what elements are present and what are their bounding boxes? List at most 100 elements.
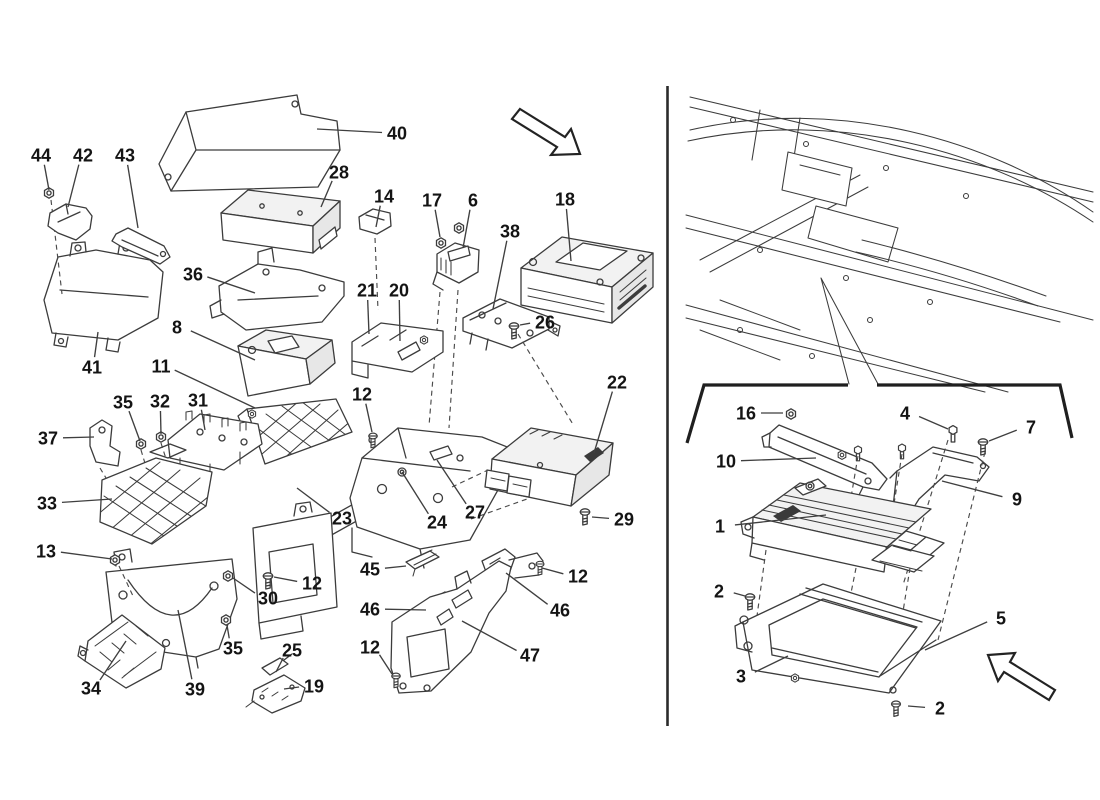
part-label-26: 26 bbox=[535, 313, 555, 333]
part-label-9: 9 bbox=[1012, 490, 1022, 510]
part-34-relay-carrier bbox=[77, 614, 166, 689]
fastener-nut bbox=[837, 450, 847, 460]
part-24-27-mounting-tray bbox=[349, 427, 521, 569]
assembly-line-35-32 bbox=[99, 442, 168, 479]
leader-line-35 bbox=[226, 624, 230, 639]
part-label-13: 13 bbox=[36, 542, 56, 562]
part-label-39: 39 bbox=[185, 680, 205, 700]
leader-line-4 bbox=[918, 415, 949, 430]
leader-line-2 bbox=[733, 592, 746, 597]
part-label-14: 14 bbox=[374, 187, 394, 207]
part-label-46: 46 bbox=[360, 600, 380, 620]
leader-line-12 bbox=[365, 403, 373, 433]
chassis-overview bbox=[685, 96, 1094, 393]
direction-arrow-southeast bbox=[510, 107, 582, 157]
part-label-19: 19 bbox=[304, 677, 324, 697]
part-label-31: 31 bbox=[188, 391, 208, 411]
part-30-nut bbox=[222, 570, 234, 582]
leader-line-6 bbox=[462, 209, 471, 249]
leader-line-26 bbox=[519, 322, 531, 326]
part-label-29: 29 bbox=[614, 510, 634, 530]
leader-line-32 bbox=[159, 410, 162, 435]
part-13-nut bbox=[109, 554, 121, 566]
leader-line-7 bbox=[988, 429, 1018, 442]
part-label-27: 27 bbox=[465, 503, 485, 523]
leader-line-18 bbox=[565, 208, 572, 262]
part-20-bracket-plate bbox=[351, 322, 444, 379]
leader-line-25 bbox=[275, 657, 284, 673]
direction-arrow-northwest bbox=[986, 651, 1057, 702]
assembly-line-6 bbox=[428, 289, 459, 429]
part-label-37: 37 bbox=[38, 429, 58, 449]
part-label-12: 12 bbox=[352, 385, 372, 405]
part-6-sensor bbox=[432, 242, 480, 291]
leader-line-21 bbox=[367, 299, 370, 335]
part-label-33: 33 bbox=[37, 494, 57, 514]
leader-line-38 bbox=[492, 240, 508, 310]
detail-pointer-lines bbox=[820, 277, 879, 385]
part-18-radio-unit bbox=[520, 236, 654, 324]
part-1-engine-control-unit bbox=[740, 478, 945, 573]
leader-line-29 bbox=[591, 516, 610, 520]
part-35-nut bbox=[135, 438, 147, 450]
part-label-35: 35 bbox=[113, 393, 133, 413]
leader-line-24 bbox=[401, 471, 429, 515]
assembly-line-26 bbox=[517, 333, 575, 427]
leader-line-31 bbox=[200, 409, 206, 431]
assembly-line-44 bbox=[50, 199, 63, 295]
part-label-3: 3 bbox=[736, 667, 746, 687]
part-label-2: 2 bbox=[714, 582, 724, 602]
leader-line-19 bbox=[283, 686, 300, 690]
part-29-screw bbox=[579, 508, 591, 526]
leader-line-20 bbox=[398, 299, 401, 342]
detail-box-border bbox=[685, 383, 1074, 444]
part-label-32: 32 bbox=[150, 392, 170, 412]
leader-line-40 bbox=[316, 128, 383, 134]
part-label-23: 23 bbox=[332, 509, 352, 529]
part-41-mounting-plate bbox=[43, 241, 164, 353]
part-5-side-rail bbox=[879, 639, 937, 677]
part-label-12: 12 bbox=[302, 574, 322, 594]
part-label-47: 47 bbox=[520, 646, 540, 666]
part-42-bracket bbox=[47, 203, 93, 241]
part-label-30: 30 bbox=[258, 589, 278, 609]
leader-line-11 bbox=[174, 369, 256, 409]
leader-line-39 bbox=[177, 609, 193, 680]
part-label-1: 1 bbox=[715, 517, 725, 537]
left-panel-exploded-view bbox=[43, 94, 654, 714]
part-8-control-unit bbox=[237, 329, 336, 397]
part-36-bracket bbox=[209, 247, 345, 331]
part-19-connector-strip bbox=[245, 674, 306, 714]
leader-line-14 bbox=[375, 205, 381, 228]
part-33-fuse-carrier bbox=[99, 443, 213, 545]
leader-line-2 bbox=[907, 705, 926, 709]
leader-line-23 bbox=[296, 487, 330, 513]
part-43-clip-rail bbox=[111, 227, 171, 265]
leader-line-13 bbox=[60, 551, 113, 560]
leader-line-17 bbox=[434, 209, 441, 238]
assembly-line-22 bbox=[451, 469, 528, 520]
leader-line-45 bbox=[384, 565, 407, 569]
leader-line-12 bbox=[273, 576, 298, 583]
part-2-screw-a bbox=[744, 593, 756, 611]
leader-line-1 bbox=[734, 514, 827, 526]
leader-line-35 bbox=[128, 410, 141, 442]
part-label-16: 16 bbox=[736, 404, 756, 424]
right-panel-location-view bbox=[685, 96, 1094, 717]
part-12-screw-b bbox=[368, 432, 378, 449]
part-label-2: 2 bbox=[935, 699, 945, 719]
part-label-12: 12 bbox=[360, 638, 380, 658]
part-40-top-cover bbox=[158, 94, 341, 192]
leader-line-10 bbox=[740, 457, 817, 462]
part-label-42: 42 bbox=[73, 146, 93, 166]
leader-line-41 bbox=[93, 331, 99, 358]
part-31-fuse-box bbox=[167, 409, 263, 477]
part-label-5: 5 bbox=[996, 609, 1006, 629]
part-3-tray bbox=[734, 583, 942, 694]
part-16-nut bbox=[785, 408, 797, 420]
part-label-20: 20 bbox=[389, 281, 409, 301]
part-label-28: 28 bbox=[329, 163, 349, 183]
leader-line-27 bbox=[436, 459, 467, 505]
part-label-18: 18 bbox=[555, 190, 575, 210]
